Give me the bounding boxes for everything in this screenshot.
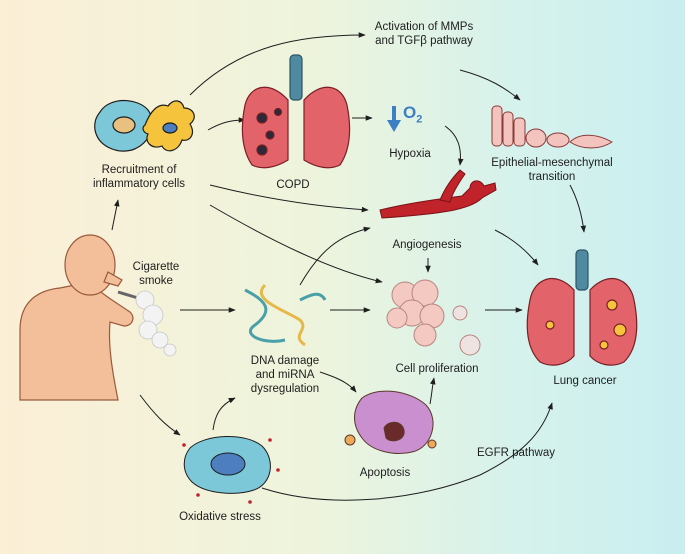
dna-helix-icon	[244, 283, 327, 347]
label-smoke-line1: Cigarette	[132, 261, 180, 273]
arrow-recruit-to-prolif	[209, 204, 383, 284]
label-copd: COPD	[276, 179, 310, 191]
arrow-recruit-to-copd	[207, 117, 246, 131]
label-mmp-line2: and TGFβ pathway	[375, 35, 473, 47]
blood-vessel-icon	[379, 169, 497, 219]
label-recruit-line2: inflammatory cells	[92, 178, 186, 190]
arrow-o2-to-vessel	[444, 125, 464, 166]
person-smoking-icon	[19, 234, 139, 401]
epithelial-cells-icon	[491, 105, 613, 149]
label-angiogenesis: Angiogenesis	[392, 239, 462, 251]
label-dna-line3: dysregulation	[250, 383, 320, 395]
label-cell-proliferation: Cell proliferation	[395, 363, 479, 375]
arrow-emt-to-cancer	[569, 184, 587, 233]
label-apoptosis: Apoptosis	[359, 467, 411, 479]
label-mmp-line1: Activation of MMPs	[374, 21, 474, 33]
arrow-dna-to-vessel	[299, 226, 371, 286]
arrow-oxidative-to-egfr-to-cancer	[261, 402, 553, 501]
label-emt-line1: Epithelial-mesenchymal	[491, 157, 613, 169]
cell-cluster-icon	[386, 279, 481, 356]
label-emt-line2: transition	[528, 171, 576, 183]
o2-subscript: 2	[416, 113, 423, 126]
arrow-mmp-to-emt	[459, 69, 521, 101]
apoptotic-cell-icon	[344, 390, 437, 454]
label-smoke-line2: smoke	[139, 275, 173, 287]
o2-text: O	[403, 103, 417, 122]
label-emt: Epithelial-mesenchymal transition	[482, 156, 622, 184]
label-dna-line2: and miRNA	[255, 369, 315, 381]
label-lung-cancer: Lung cancer	[553, 375, 617, 387]
arrow-vessel-to-cancer	[494, 229, 539, 266]
arrow-recruit-to-vessel	[209, 184, 369, 213]
label-oxidative-stress: Oxidative stress	[179, 511, 261, 523]
label-dna-line1: DNA damage	[250, 355, 320, 367]
label-egfr: EGFR pathway	[477, 447, 555, 459]
down-arrow-o2-icon	[387, 106, 401, 132]
copd-lungs-icon	[241, 54, 351, 169]
label-hypoxia: Hypoxia	[389, 148, 431, 160]
arrow-person-to-recruit	[111, 199, 120, 231]
arrow-oxidative-to-dna	[212, 397, 236, 431]
immune-cells-icon	[94, 99, 195, 152]
cancer-lungs-icon	[526, 249, 638, 366]
arrow-dna-to-apoptosis	[319, 371, 357, 393]
label-dna-damage: DNA damage and miRNA dysregulation	[235, 354, 335, 396]
label-o2: O2	[403, 103, 423, 126]
arrow-apoptosis-to-prolif	[429, 377, 436, 405]
label-recruit-line1: Recruitment of	[101, 164, 177, 176]
label-cigarette-smoke: Cigarette smoke	[126, 260, 186, 288]
arrows	[111, 32, 587, 501]
arrow-person-to-oxidative	[139, 394, 181, 436]
label-mmp: Activation of MMPs and TGFβ pathway	[360, 20, 488, 48]
label-recruitment: Recruitment of inflammatory cells	[80, 163, 198, 191]
smoke-cloud-icon	[135, 290, 177, 357]
oxidative-cell-icon	[182, 436, 280, 504]
arrow-recruit-to-mmp	[189, 32, 366, 96]
